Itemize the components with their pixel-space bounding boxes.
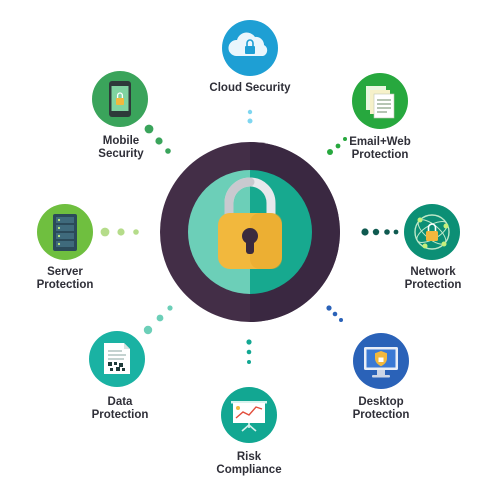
node-server-protection xyxy=(37,204,93,260)
presentation-chart-icon xyxy=(231,401,267,432)
connector-dot xyxy=(326,305,332,311)
label-risk-compliance: Risk Compliance xyxy=(184,451,314,477)
cloud-lock-icon xyxy=(228,32,268,56)
node-cloud-security xyxy=(222,20,278,76)
label-mobile-security: Mobile Security xyxy=(56,135,186,161)
connector-dot xyxy=(100,227,110,237)
connector-dot xyxy=(335,143,341,149)
mobile-lock-icon xyxy=(109,81,131,117)
connector-dot xyxy=(247,118,253,124)
label-line: Protection xyxy=(36,279,94,291)
connector-dot xyxy=(143,325,153,335)
node-mobile-security xyxy=(92,71,148,127)
label-line: Protection xyxy=(351,149,409,161)
connector-dot xyxy=(393,229,399,235)
connector-dot xyxy=(144,124,154,134)
label-line: Protection xyxy=(91,409,149,421)
node-data-protection xyxy=(89,331,145,387)
connector-dot xyxy=(156,314,164,322)
server-rack-icon xyxy=(53,214,77,251)
node-email-web-protection xyxy=(352,73,408,129)
monitor-shield-icon xyxy=(364,347,398,378)
connector-dots xyxy=(100,109,399,364)
label-line: Data xyxy=(107,396,133,408)
connector-dot xyxy=(327,149,333,155)
label-line: Protection xyxy=(352,409,410,421)
document-qr-icon xyxy=(104,343,130,374)
label-line: Network xyxy=(410,266,456,278)
connector-dot xyxy=(339,318,343,322)
label-line: Risk xyxy=(236,451,262,463)
connector-dot xyxy=(247,109,253,115)
node-risk-compliance xyxy=(221,387,277,443)
label-server-protection: Server Protection xyxy=(0,266,130,292)
connector-dot xyxy=(165,148,171,154)
label-desktop-protection: Desktop Protection xyxy=(316,396,446,422)
label-line: Security xyxy=(98,148,144,160)
connector-dot xyxy=(343,137,347,141)
node-network-protection xyxy=(404,204,460,260)
label-email-web-protection: Email+Web Protection xyxy=(315,136,445,162)
connector-dot xyxy=(361,228,369,236)
connector-dot xyxy=(133,229,139,235)
label-line: Cloud Security xyxy=(209,82,291,94)
label-data-protection: Data Protection xyxy=(55,396,185,422)
email-documents-icon xyxy=(366,86,395,119)
connector-dot xyxy=(384,229,390,235)
connector-dot xyxy=(155,137,163,145)
label-line: Protection xyxy=(404,279,462,291)
connector-dot xyxy=(167,305,173,311)
connector-dot xyxy=(247,360,251,364)
node-desktop-protection xyxy=(353,333,409,389)
connector-dot xyxy=(246,349,252,355)
label-line: Desktop xyxy=(358,396,404,408)
network-globe-lock-icon xyxy=(414,214,450,250)
connector-dot xyxy=(246,339,252,345)
padlock-icon xyxy=(218,177,282,269)
label-line: Server xyxy=(47,266,83,278)
label-line: Mobile xyxy=(102,135,140,147)
label-line: Compliance xyxy=(216,464,282,476)
connector-dot xyxy=(117,228,125,236)
connector-dot xyxy=(372,228,380,236)
label-network-protection: Network Protection xyxy=(368,266,498,292)
label-cloud-security: Cloud Security xyxy=(185,82,315,95)
connector-dot xyxy=(332,311,338,317)
label-line: Email+Web xyxy=(349,136,411,148)
